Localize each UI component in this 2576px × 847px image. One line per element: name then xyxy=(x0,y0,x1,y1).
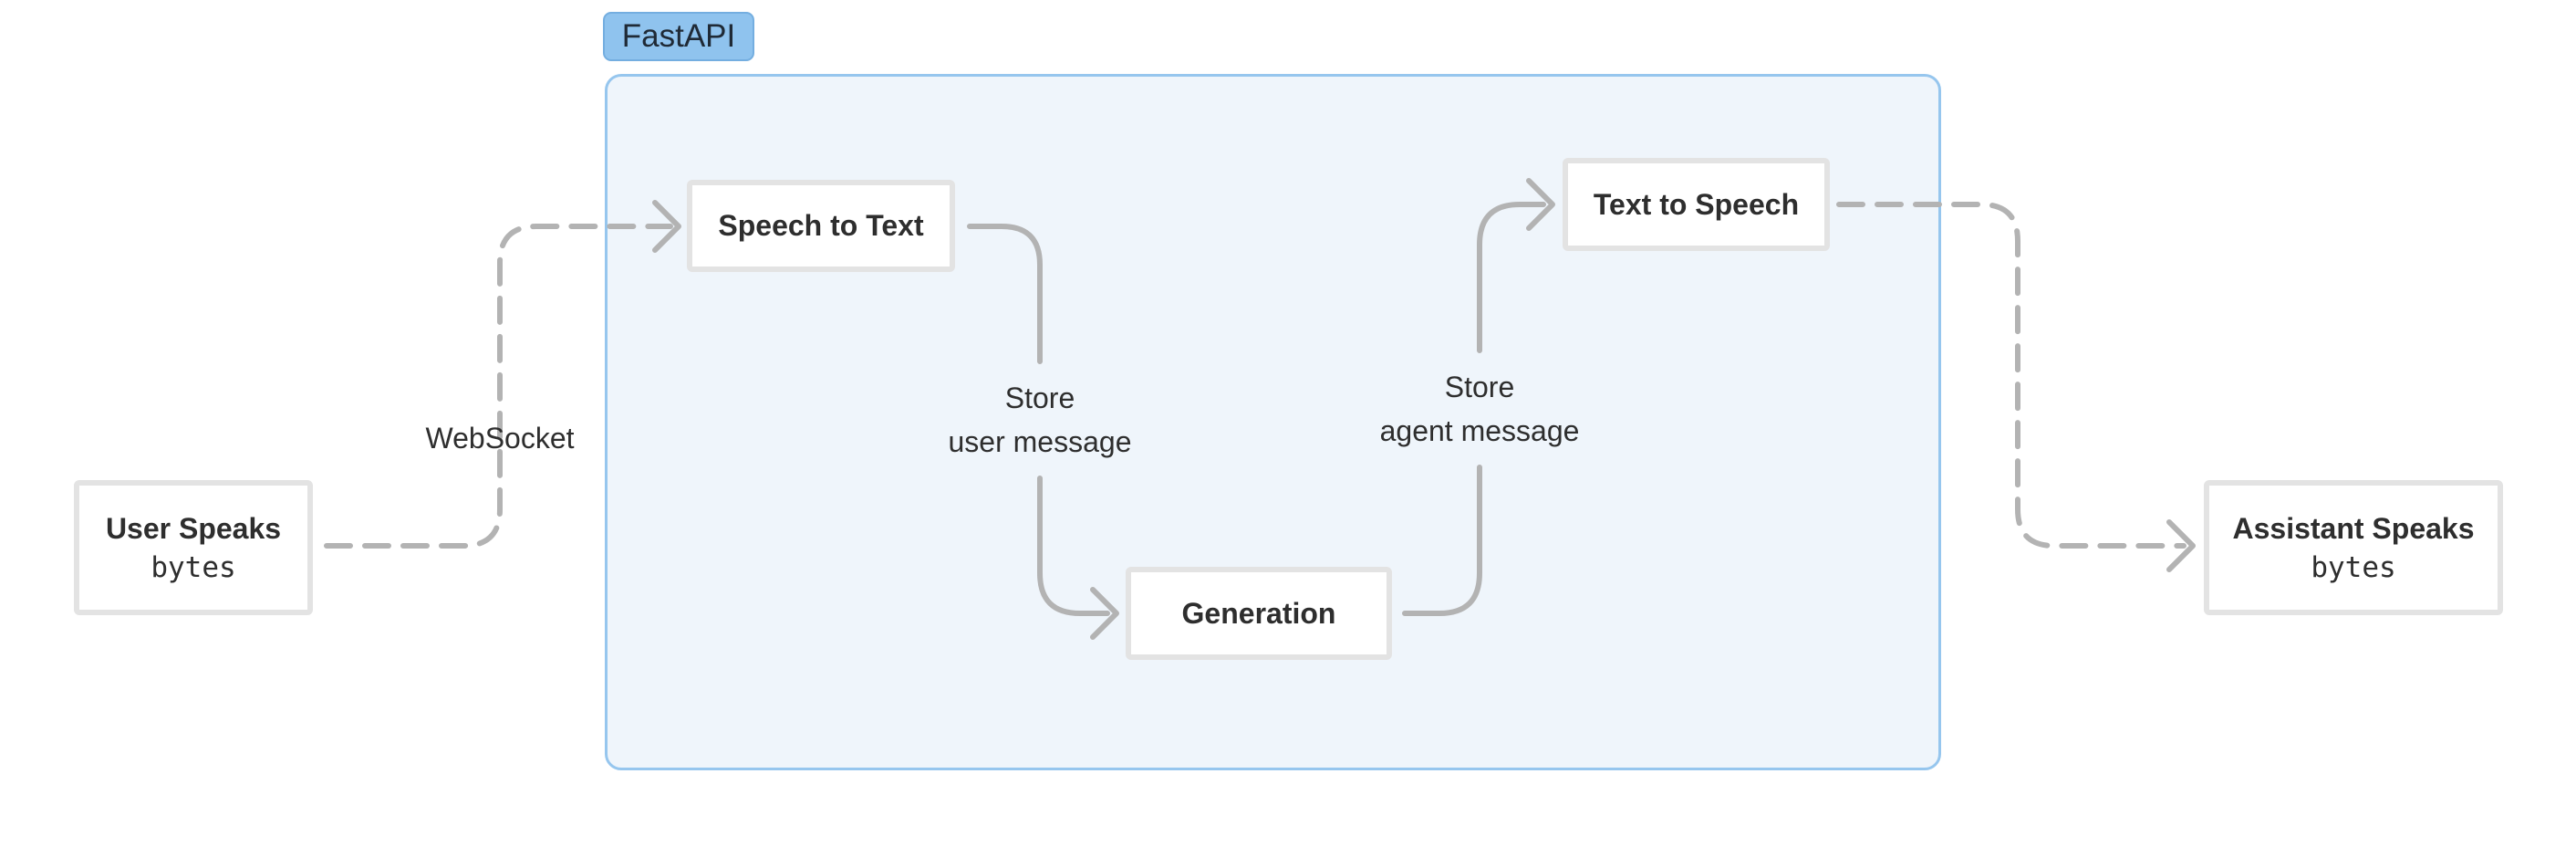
arrowhead-to-speech-to-text xyxy=(652,200,681,253)
store-user-connector-top xyxy=(967,224,1043,364)
store-user-message-label: Store user message xyxy=(930,376,1149,464)
store-agent-message-label: Store agent message xyxy=(1361,365,1598,453)
store-user-connector-bottom xyxy=(1037,476,1110,616)
store-agent-line2: agent message xyxy=(1379,414,1580,447)
arrowhead-to-assistant-speaks xyxy=(2166,519,2196,572)
websocket-connector xyxy=(324,224,673,549)
assistant-speaks-node: Assistant Speaks bytes xyxy=(2204,480,2503,615)
speech-to-text-title: Speech to Text xyxy=(718,209,924,243)
generation-title: Generation xyxy=(1181,596,1336,630)
text-to-speech-title: Text to Speech xyxy=(1593,187,1800,221)
assistant-speaks-title: Assistant Speaks xyxy=(2232,511,2475,545)
assistant-speaks-subtitle: bytes xyxy=(2311,551,2396,585)
store-agent-line1: Store xyxy=(1444,371,1515,403)
arrowhead-to-text-to-speech xyxy=(1526,178,1555,231)
store-user-line2: user message xyxy=(948,425,1132,458)
speech-to-text-node: Speech to Text xyxy=(687,180,955,272)
websocket-label: WebSocket xyxy=(409,416,591,460)
user-speaks-node: User Speaks bytes xyxy=(74,480,313,615)
generation-node: Generation xyxy=(1126,567,1392,660)
user-speaks-subtitle: bytes xyxy=(151,551,236,585)
store-agent-connector-bottom xyxy=(1402,465,1482,616)
websocket-label-text: WebSocket xyxy=(425,422,575,455)
output-connector xyxy=(1836,202,2186,549)
store-agent-connector-top xyxy=(1477,202,1546,353)
arrowhead-to-generation xyxy=(1090,587,1119,640)
fastapi-label: FastAPI xyxy=(603,12,754,61)
store-user-line1: Store xyxy=(1004,382,1075,414)
user-speaks-title: User Speaks xyxy=(105,511,282,545)
text-to-speech-node: Text to Speech xyxy=(1563,158,1830,251)
